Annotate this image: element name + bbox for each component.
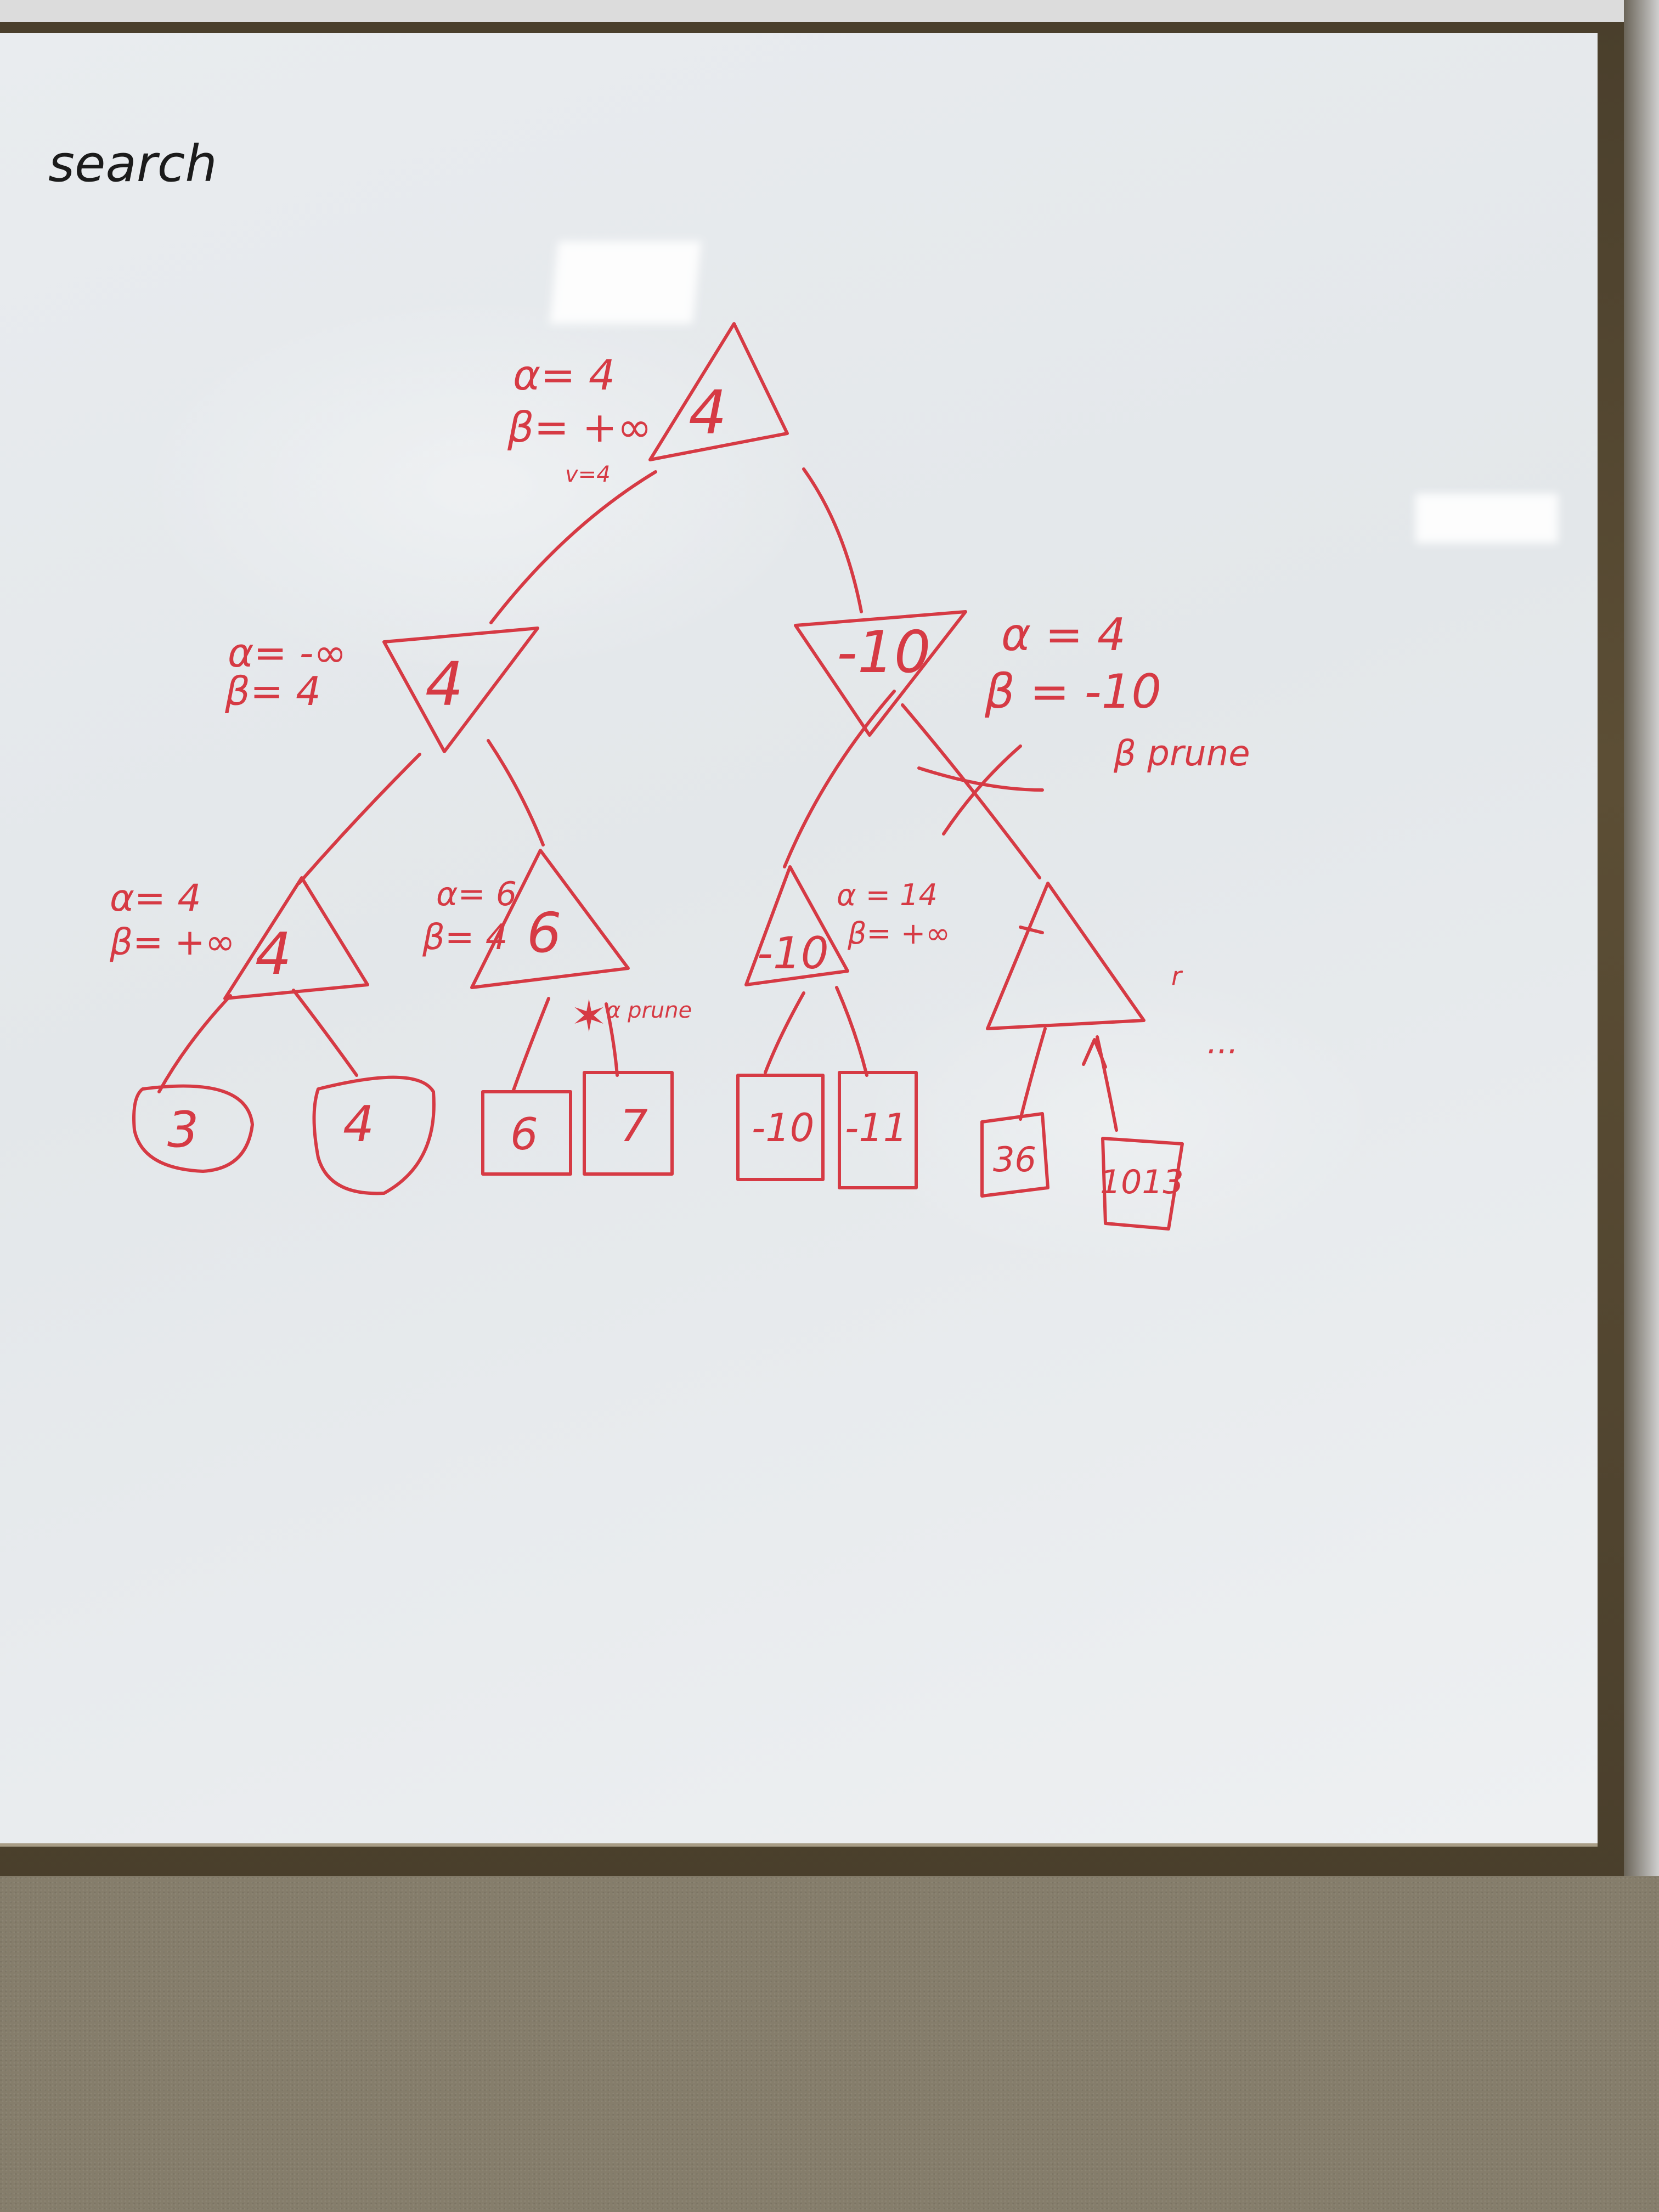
max-3-beta-label: β= +∞ <box>847 916 950 951</box>
min-left-triangle <box>382 627 539 753</box>
min-right-beta-label: β = -10 <box>984 664 1161 719</box>
root-node-value: 4 <box>689 377 727 448</box>
leaf-node-shape <box>838 1071 918 1189</box>
edge <box>1019 1027 1047 1121</box>
leaf-node-shape <box>312 1075 436 1195</box>
min-left-alpha-label: α= -∞ <box>228 630 347 676</box>
leaf-value: 36 <box>993 1139 1036 1180</box>
edge <box>292 989 358 1077</box>
edge <box>783 690 896 868</box>
prune-cross-mark <box>942 744 1022 836</box>
max-4-tick-mark <box>1019 926 1044 934</box>
min-right-alpha-label: α = 4 <box>1001 609 1126 661</box>
min-left-beta-label: β= 4 <box>224 668 321 714</box>
edge <box>487 739 545 847</box>
min-right-value: -10 <box>837 619 931 686</box>
max-2-value: 6 <box>527 901 562 965</box>
wall-right <box>1624 0 1659 1876</box>
min-right-triangle <box>794 610 967 737</box>
max-2-alpha-label: α= 6 <box>436 875 517 913</box>
leaf-node-shape <box>736 1074 825 1181</box>
stray-mark: r <box>1171 961 1183 991</box>
min-left-value: 4 <box>425 649 464 719</box>
leaf-value: 4 <box>343 1096 374 1153</box>
carpet-floor <box>0 1876 1659 2212</box>
wall-top <box>0 0 1659 22</box>
alpha-prune-star: ✶ <box>571 991 607 1042</box>
root-beta-label: β= +∞ <box>507 403 652 452</box>
edge <box>157 994 232 1093</box>
edge <box>901 703 1041 879</box>
edge <box>297 753 421 885</box>
light-glare <box>1415 494 1558 543</box>
beta-prune-note: β prune <box>1113 733 1250 774</box>
leaf-value: 7 <box>620 1101 648 1152</box>
leaf-node-shape <box>980 1112 1049 1198</box>
max-4-triangle <box>986 882 1146 1030</box>
max-2-triangle <box>470 849 630 989</box>
leaf-value: 3 <box>167 1101 199 1159</box>
edge <box>605 1002 619 1077</box>
root-alpha-label: α= 4 <box>513 351 615 399</box>
edge <box>511 997 550 1093</box>
continuation-ellipsis: ... <box>1207 1023 1238 1062</box>
root-v-label: v=4 <box>565 462 611 487</box>
max-1-beta-label: β= +∞ <box>109 921 235 963</box>
leaf-value: -10 <box>752 1105 814 1150</box>
max-1-value: 4 <box>255 921 292 988</box>
edge <box>835 986 868 1077</box>
leaf-node-shape <box>132 1084 254 1173</box>
max-1-alpha-label: α= 4 <box>110 877 201 920</box>
edge <box>802 467 863 613</box>
root-node-triangle <box>648 322 789 461</box>
leaf-node-shape <box>583 1071 674 1176</box>
max-3-value: -10 <box>757 928 829 979</box>
leaf-value: -11 <box>845 1105 907 1150</box>
max-3-alpha-label: α = 14 <box>837 878 938 912</box>
leaf-value: 6 <box>510 1109 538 1160</box>
arrow-mark <box>1082 1038 1107 1069</box>
edge <box>489 470 657 624</box>
max-2-beta-label: β= 4 <box>422 917 508 958</box>
board-title: search <box>48 134 217 193</box>
leaf-value: 1013 <box>1100 1163 1184 1201</box>
max-1-triangle <box>223 876 369 1000</box>
leaf-node-shape <box>481 1090 572 1176</box>
edge <box>764 991 805 1074</box>
max-3-triangle <box>744 865 849 986</box>
whiteboard-surface <box>0 33 1598 1847</box>
leaf-node-shape <box>1101 1137 1184 1231</box>
alpha-prune-note: α prune <box>606 998 692 1023</box>
prune-cross-mark <box>917 766 1044 792</box>
